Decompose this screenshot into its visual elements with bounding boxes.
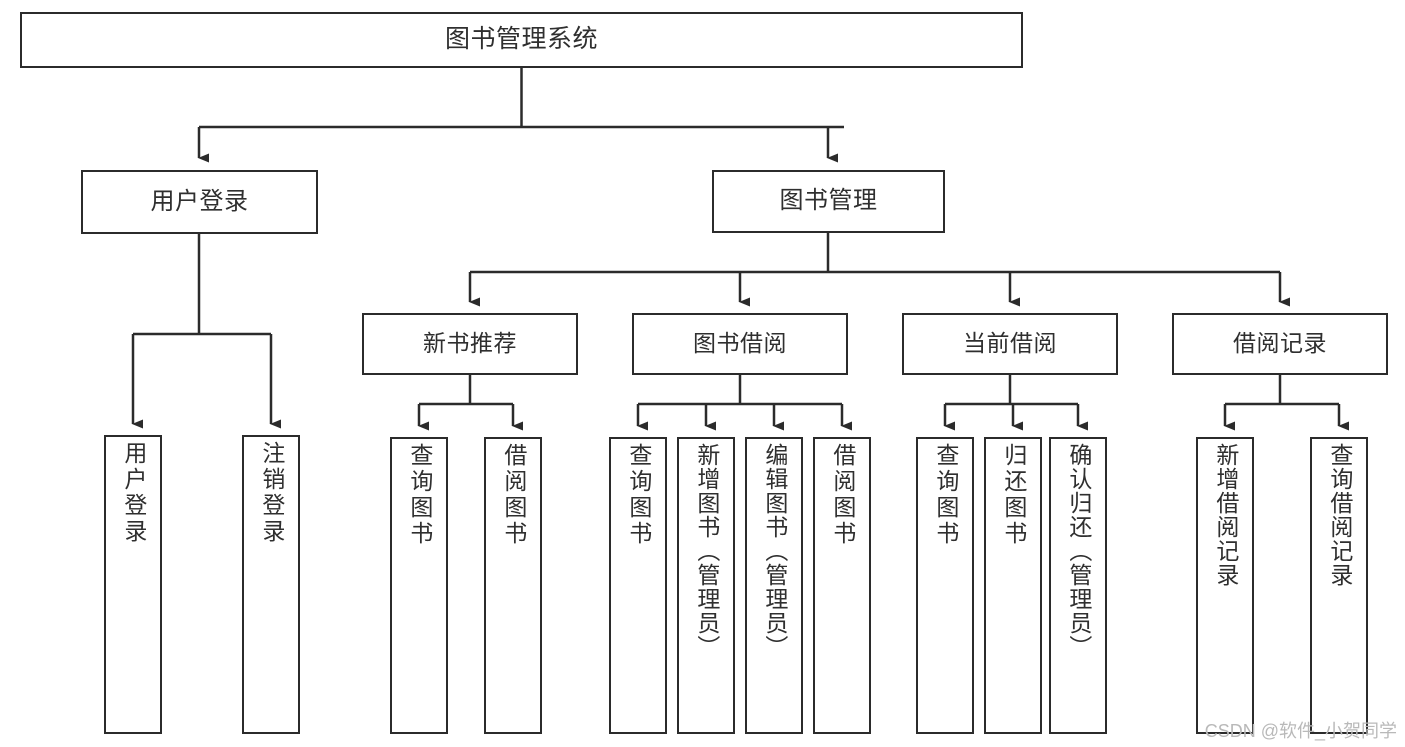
- node-label: 新增借阅记录: [1212, 443, 1239, 587]
- node-leaf-query-book-recommend[interactable]: 查询图书: [390, 437, 448, 734]
- node-label: 当前借阅: [963, 330, 1057, 357]
- node-root-book-management-system[interactable]: 图书管理系统: [20, 12, 1023, 68]
- node-label: 注销登录: [258, 441, 285, 545]
- node-label: 用户登录: [120, 441, 147, 545]
- node-label: 归还图书: [1000, 443, 1027, 547]
- node-leaf-user-login[interactable]: 用户登录: [104, 435, 162, 734]
- node-label: 图书借阅: [693, 330, 787, 357]
- node-label: 新书推荐: [423, 330, 517, 357]
- node-label: 查询图书: [406, 443, 433, 547]
- node-leaf-return-book[interactable]: 归还图书: [984, 437, 1042, 734]
- node-label: 查询图书: [932, 443, 959, 547]
- node-label: 借阅记录: [1233, 330, 1327, 357]
- node-current-borrow[interactable]: 当前借阅: [902, 313, 1118, 375]
- node-leaf-edit-book[interactable]: 编辑图书（管理员）: [745, 437, 803, 734]
- node-label: 确认归还（管理员）: [1065, 443, 1092, 659]
- node-label: 查询借阅记录: [1326, 443, 1353, 587]
- node-new-book-recommend[interactable]: 新书推荐: [362, 313, 578, 375]
- node-label: 查询图书: [625, 443, 652, 547]
- node-leaf-add-book[interactable]: 新增图书（管理员）: [677, 437, 735, 734]
- node-label: 借阅图书: [829, 443, 856, 547]
- node-book-management[interactable]: 图书管理: [712, 170, 945, 233]
- node-label: 图书管理: [779, 187, 878, 215]
- node-label: 编辑图书（管理员）: [761, 443, 788, 659]
- node-user-login[interactable]: 用户登录: [81, 170, 318, 234]
- node-label: 借阅图书: [500, 443, 527, 547]
- node-leaf-user-logout[interactable]: 注销登录: [242, 435, 300, 734]
- node-leaf-query-book-current[interactable]: 查询图书: [916, 437, 974, 734]
- node-leaf-query-borrow-record[interactable]: 查询借阅记录: [1310, 437, 1368, 734]
- node-label: 图书管理系统: [444, 25, 598, 54]
- node-leaf-confirm-return[interactable]: 确认归还（管理员）: [1049, 437, 1107, 734]
- node-leaf-query-book-borrow[interactable]: 查询图书: [609, 437, 667, 734]
- node-borrow-record[interactable]: 借阅记录: [1172, 313, 1388, 375]
- node-leaf-borrow-book[interactable]: 借阅图书: [813, 437, 871, 734]
- node-label: 新增图书（管理员）: [693, 443, 720, 659]
- node-leaf-borrow-book-recommend[interactable]: 借阅图书: [484, 437, 542, 734]
- node-book-borrow[interactable]: 图书借阅: [632, 313, 848, 375]
- node-label: 用户登录: [150, 187, 249, 215]
- node-leaf-add-borrow-record[interactable]: 新增借阅记录: [1196, 437, 1254, 734]
